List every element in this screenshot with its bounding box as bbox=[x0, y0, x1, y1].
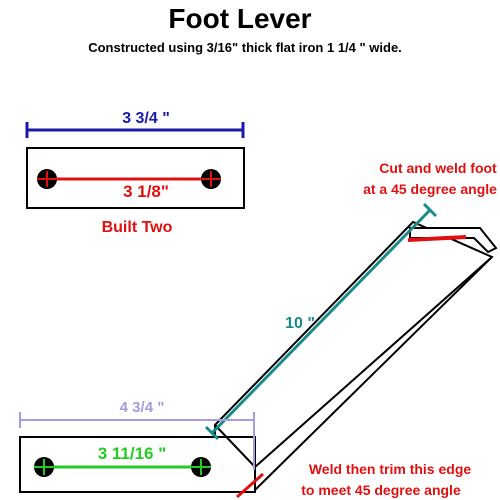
foot-note-line2: at a 45 degree angle bbox=[363, 181, 497, 197]
edge-note-line2: to meet 45 degree angle bbox=[301, 482, 461, 498]
lever-arm-edge bbox=[214, 424, 256, 468]
page-title: Foot Lever bbox=[168, 3, 311, 34]
page-subtitle: Constructed using 3/16" thick flat iron … bbox=[88, 40, 402, 55]
lever-base-bar bbox=[19, 436, 256, 493]
top-piece: 3 3/4 " 3 1/8" Built Two bbox=[25, 110, 245, 236]
top-length-label: 3 3/4 " bbox=[122, 110, 170, 127]
lever-arm bbox=[214, 220, 494, 491]
built-two-note: Built Two bbox=[102, 219, 173, 236]
base-hole-spacing-label: 3 11/16 " bbox=[98, 444, 167, 463]
edge-note-line1: Weld then trim this edge bbox=[309, 461, 472, 477]
lever: 10 " 4 3/4 " 3 11/16 " bbox=[19, 202, 498, 499]
lever-arm-outer-edge bbox=[254, 256, 493, 468]
lever-length-dimension-line bbox=[210, 208, 432, 435]
lever-length-label: 10 " bbox=[285, 315, 315, 332]
edge-trim-line bbox=[236, 472, 264, 499]
lever-length-tick-top bbox=[422, 202, 438, 218]
lever-length-tick-bottom bbox=[204, 425, 220, 441]
foot-weld-line bbox=[407, 235, 467, 242]
foot-note-line1: Cut and weld foot bbox=[379, 160, 497, 176]
base-length-label: 4 3/4 " bbox=[120, 399, 165, 416]
top-hole-spacing-label: 3 1/8" bbox=[123, 182, 169, 201]
